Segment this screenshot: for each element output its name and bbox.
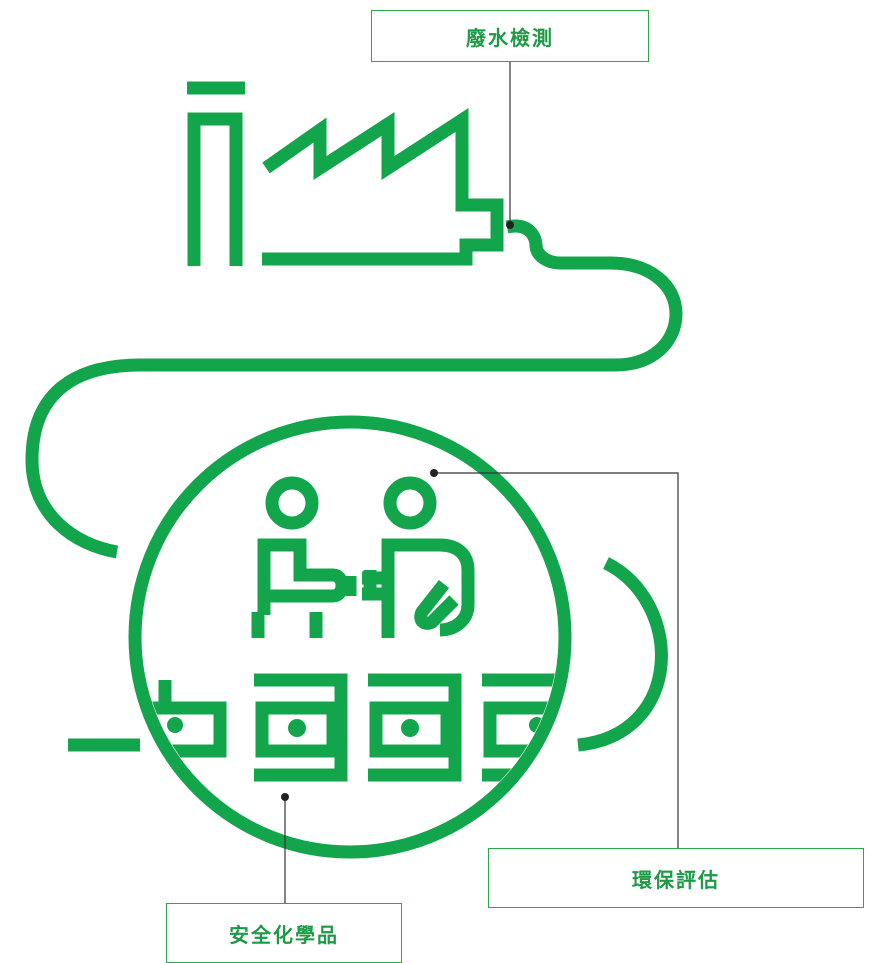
chemicals-label-text: 安全化學品 bbox=[229, 922, 339, 947]
leader-dot-environment bbox=[430, 469, 438, 477]
leader-environment bbox=[434, 472, 679, 848]
main-circle bbox=[128, 415, 572, 859]
wastewater-label-text: 廢水檢測 bbox=[466, 25, 554, 50]
chemicals-label: 安全化學品 bbox=[166, 903, 402, 963]
wastewater-label: 廢水檢測 bbox=[371, 10, 649, 62]
environment-label-text: 環保評估 bbox=[632, 867, 720, 892]
right-arc bbox=[577, 557, 668, 752]
environment-label: 環保評估 bbox=[488, 848, 864, 908]
chemical-barrel-icon bbox=[142, 673, 558, 782]
factory-icon bbox=[187, 81, 504, 266]
leader-dot-chemicals bbox=[281, 793, 289, 801]
pipe-line bbox=[25, 219, 683, 559]
meeting-people-icon bbox=[251, 476, 475, 638]
leader-dot-wastewater bbox=[506, 221, 514, 229]
